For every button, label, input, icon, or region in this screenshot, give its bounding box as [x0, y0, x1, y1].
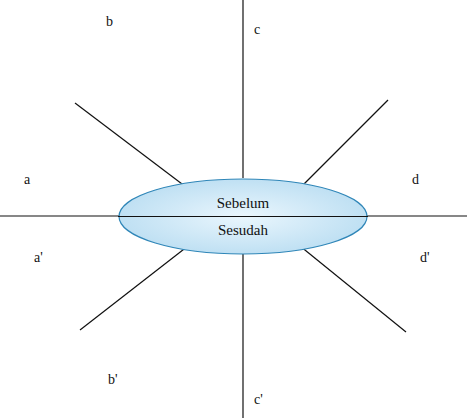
diagonal-line — [75, 103, 186, 187]
ellipse-node: SebelumSesudah — [118, 178, 368, 255]
region-letter: c' — [252, 392, 265, 408]
diagonal-line — [300, 246, 406, 332]
horizontal-line — [0, 215, 467, 216]
vertical-line — [242, 0, 243, 178]
diagonal-line — [302, 100, 388, 186]
vertical-line — [242, 254, 243, 418]
region-letter: c — [252, 22, 262, 38]
region-letter: d — [410, 172, 421, 188]
region-letter: b' — [106, 372, 120, 388]
diagonal-line — [80, 246, 188, 330]
ellipse-text: Sebelum — [118, 194, 368, 212]
region-letter: d' — [418, 250, 432, 266]
ellipse-text: Sesudah — [118, 221, 368, 239]
ellipse-outline — [118, 178, 368, 255]
region-letter: b — [104, 14, 115, 30]
divider-line — [118, 215, 368, 216]
ellipse-shape — [119, 179, 367, 254]
region-letter: a — [22, 172, 32, 188]
region-letter: a' — [32, 250, 45, 266]
